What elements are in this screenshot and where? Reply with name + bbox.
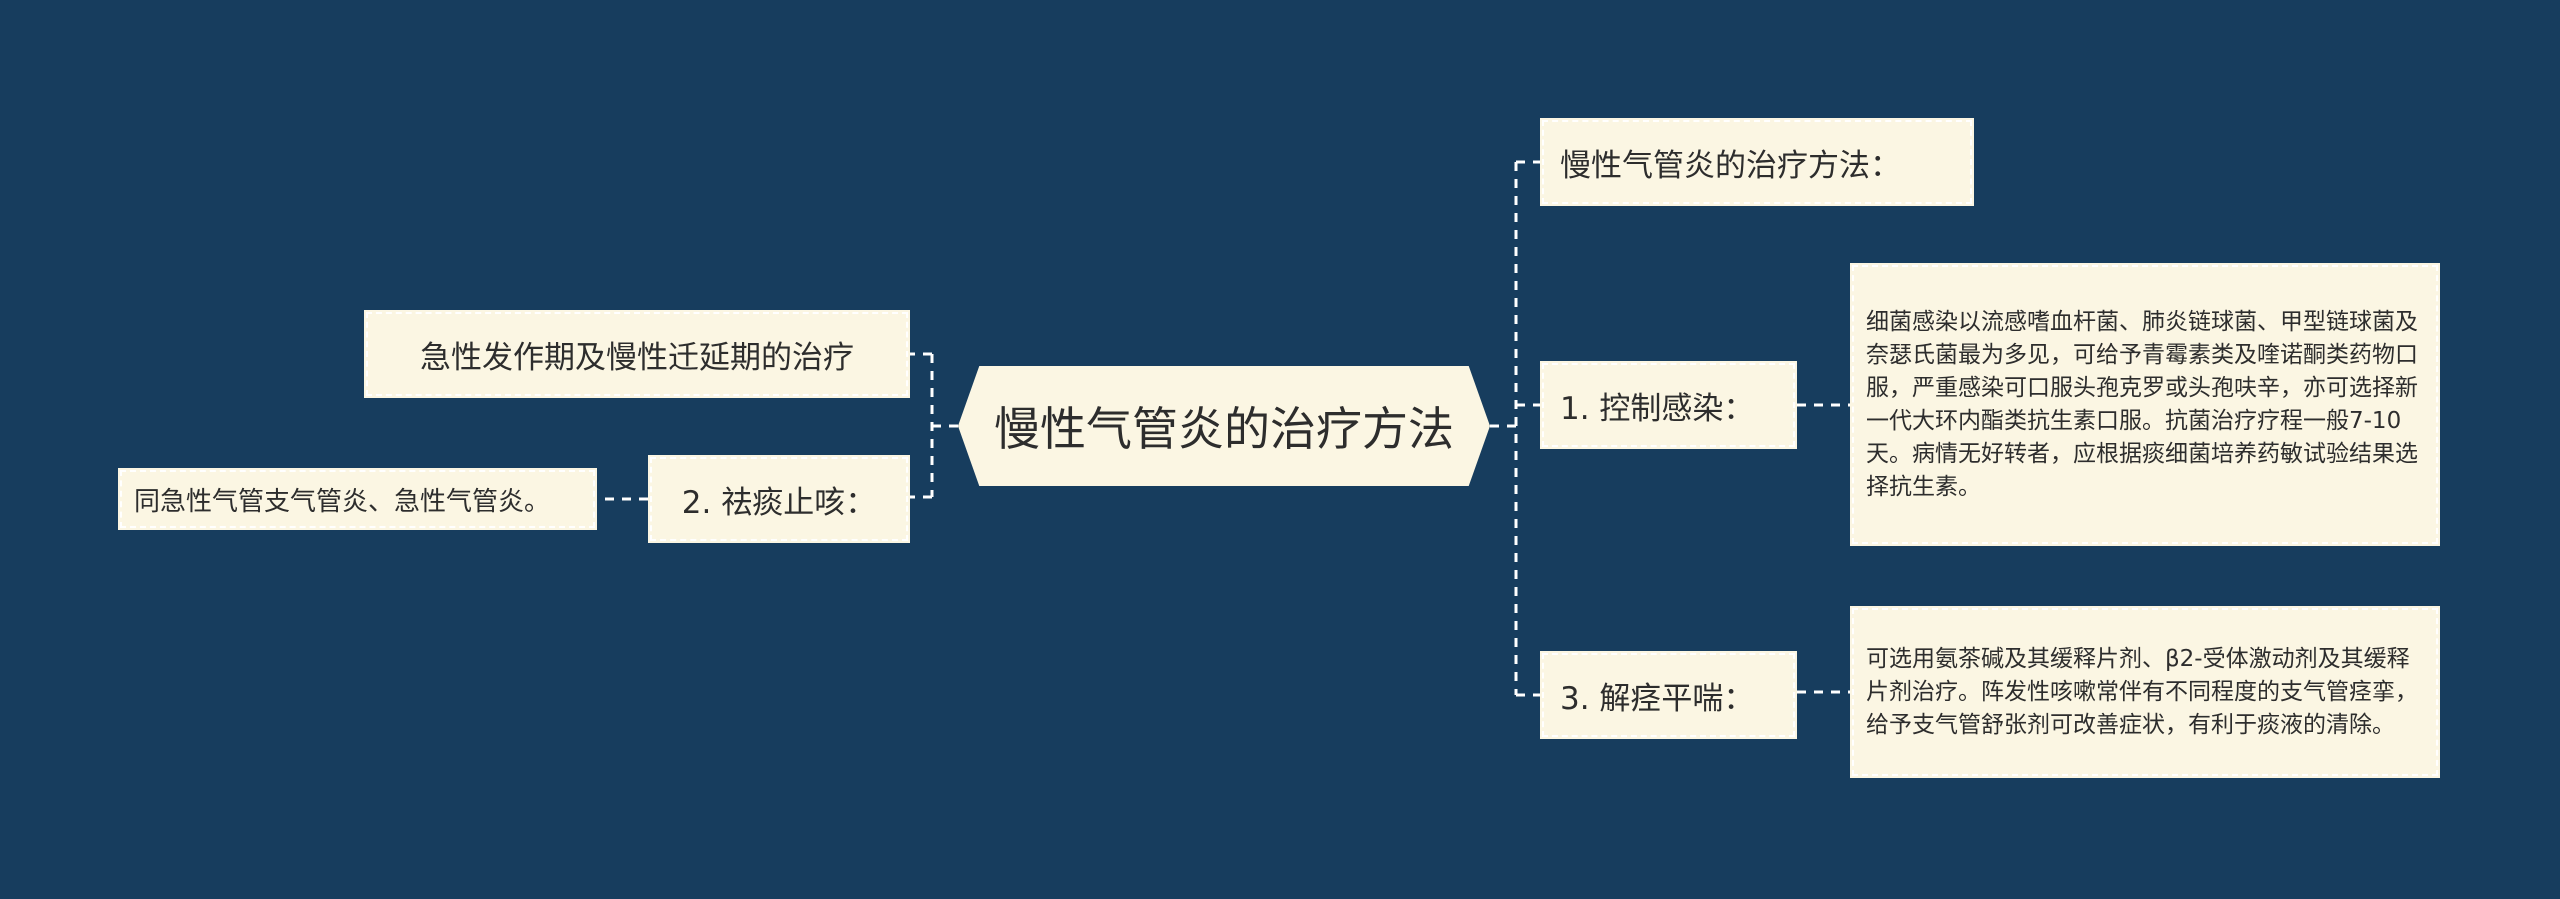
note-expectorant[interactable]: 同急性气管支气管炎、急性气管炎。 [118, 468, 597, 530]
topic-acute-phase-label: 急性发作期及慢性迁延期的治疗 [420, 339, 854, 376]
note-infection-control[interactable]: 细菌感染以流感嗜血杆菌、肺炎链球菌、甲型链球菌及奈瑟氏菌最为多见，可给予青霉素类… [1850, 263, 2440, 546]
central-topic[interactable]: 慢性气管炎的治疗方法 [958, 366, 1490, 486]
note-antispasmodic[interactable]: 可选用氨茶碱及其缓释片剂、β2-受体激动剂及其缓释片剂治疗。阵发性咳嗽常伴有不同… [1850, 606, 2440, 778]
topic-infection-control-label: 1. 控制感染： [1560, 390, 1755, 427]
topic-acute-phase[interactable]: 急性发作期及慢性迁延期的治疗 [364, 310, 910, 398]
note-expectorant-text: 同急性气管支气管炎、急性气管炎。 [134, 486, 551, 517]
central-topic-label: 慢性气管炎的治疗方法 [994, 402, 1454, 456]
note-infection-control-text: 细菌感染以流感嗜血杆菌、肺炎链球菌、甲型链球菌及奈瑟氏菌最为多见，可给予青霉素类… [1866, 308, 2418, 500]
topic-antispasmodic[interactable]: 3. 解痉平喘： [1540, 651, 1797, 739]
topic-antispasmodic-label: 3. 解痉平喘： [1560, 680, 1755, 717]
topic-treatment-methods-label: 慢性气管炎的治疗方法： [1560, 147, 1901, 184]
topic-expectorant-label: 2. 祛痰止咳： [681, 484, 877, 521]
note-antispasmodic-text: 可选用氨茶碱及其缓释片剂、β2-受体激动剂及其缓释片剂治疗。阵发性咳嗽常伴有不同… [1866, 645, 2418, 738]
topic-treatment-methods[interactable]: 慢性气管炎的治疗方法： [1540, 118, 1974, 206]
topic-expectorant[interactable]: 2. 祛痰止咳： [648, 455, 910, 543]
topic-infection-control[interactable]: 1. 控制感染： [1540, 361, 1797, 449]
